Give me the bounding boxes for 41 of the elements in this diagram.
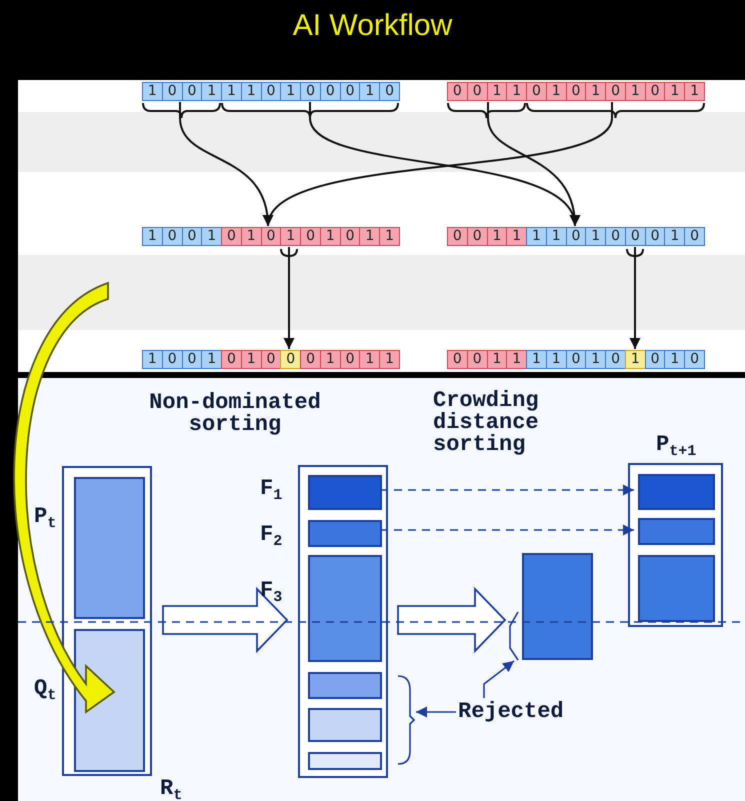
front-block bbox=[308, 672, 382, 699]
arrow bbox=[483, 660, 514, 698]
front-block bbox=[308, 475, 382, 510]
annotation-text: Rejected bbox=[458, 698, 610, 726]
brace bbox=[398, 675, 414, 765]
block-arrow bbox=[397, 586, 506, 654]
subscript-label: P$_{t}$ bbox=[34, 506, 56, 534]
subscript-label: R$_{t}$ bbox=[160, 778, 182, 801]
bit-string: 1 0 0 1 0 1 0 0 0 1 0 1 1 bbox=[142, 350, 399, 369]
front-block bbox=[638, 555, 715, 622]
title-text: AI Workflow bbox=[292, 8, 454, 44]
subscript-label: F$_{2}$ bbox=[260, 524, 282, 552]
front-block bbox=[308, 708, 382, 742]
front-block bbox=[638, 474, 715, 510]
population-box bbox=[62, 466, 152, 776]
arrow bbox=[380, 484, 634, 496]
population-block bbox=[74, 477, 145, 619]
bit-string: 1 0 0 1 1 1 0 1 0 0 0 1 0 bbox=[142, 82, 399, 101]
arrow bbox=[380, 524, 634, 536]
population-box bbox=[628, 463, 723, 627]
subscript-label: F$_{1}$ bbox=[260, 478, 282, 506]
bit-string: 1 0 0 1 0 1 0 1 0 1 0 1 1 bbox=[142, 227, 399, 246]
heading-text: Crowding distance sorting bbox=[433, 390, 540, 456]
heading-text: Non-dominated sorting bbox=[148, 392, 322, 436]
subscript-label: Q$_{t}$ bbox=[34, 678, 56, 706]
population-box bbox=[298, 465, 388, 778]
front-block bbox=[308, 555, 382, 662]
bit-string: 0 0 1 1 1 1 0 1 0 1 0 1 0 bbox=[447, 350, 704, 369]
block-arrow bbox=[162, 586, 288, 654]
front-block bbox=[308, 520, 382, 547]
front-block bbox=[522, 553, 593, 660]
population-block bbox=[74, 629, 145, 772]
arrow bbox=[284, 247, 294, 349]
front-block bbox=[308, 752, 382, 770]
subscript-label: P$_{t+1}$ bbox=[656, 434, 696, 462]
subscript-label: F$_{3}$ bbox=[260, 580, 282, 608]
arrow bbox=[416, 706, 456, 718]
bit-string: 0 0 1 1 0 1 0 1 0 1 0 1 1 bbox=[447, 82, 704, 101]
front-block bbox=[638, 518, 715, 545]
bit-string: 0 0 1 1 1 1 0 1 0 0 0 1 0 bbox=[447, 227, 704, 246]
arrow bbox=[630, 247, 640, 349]
